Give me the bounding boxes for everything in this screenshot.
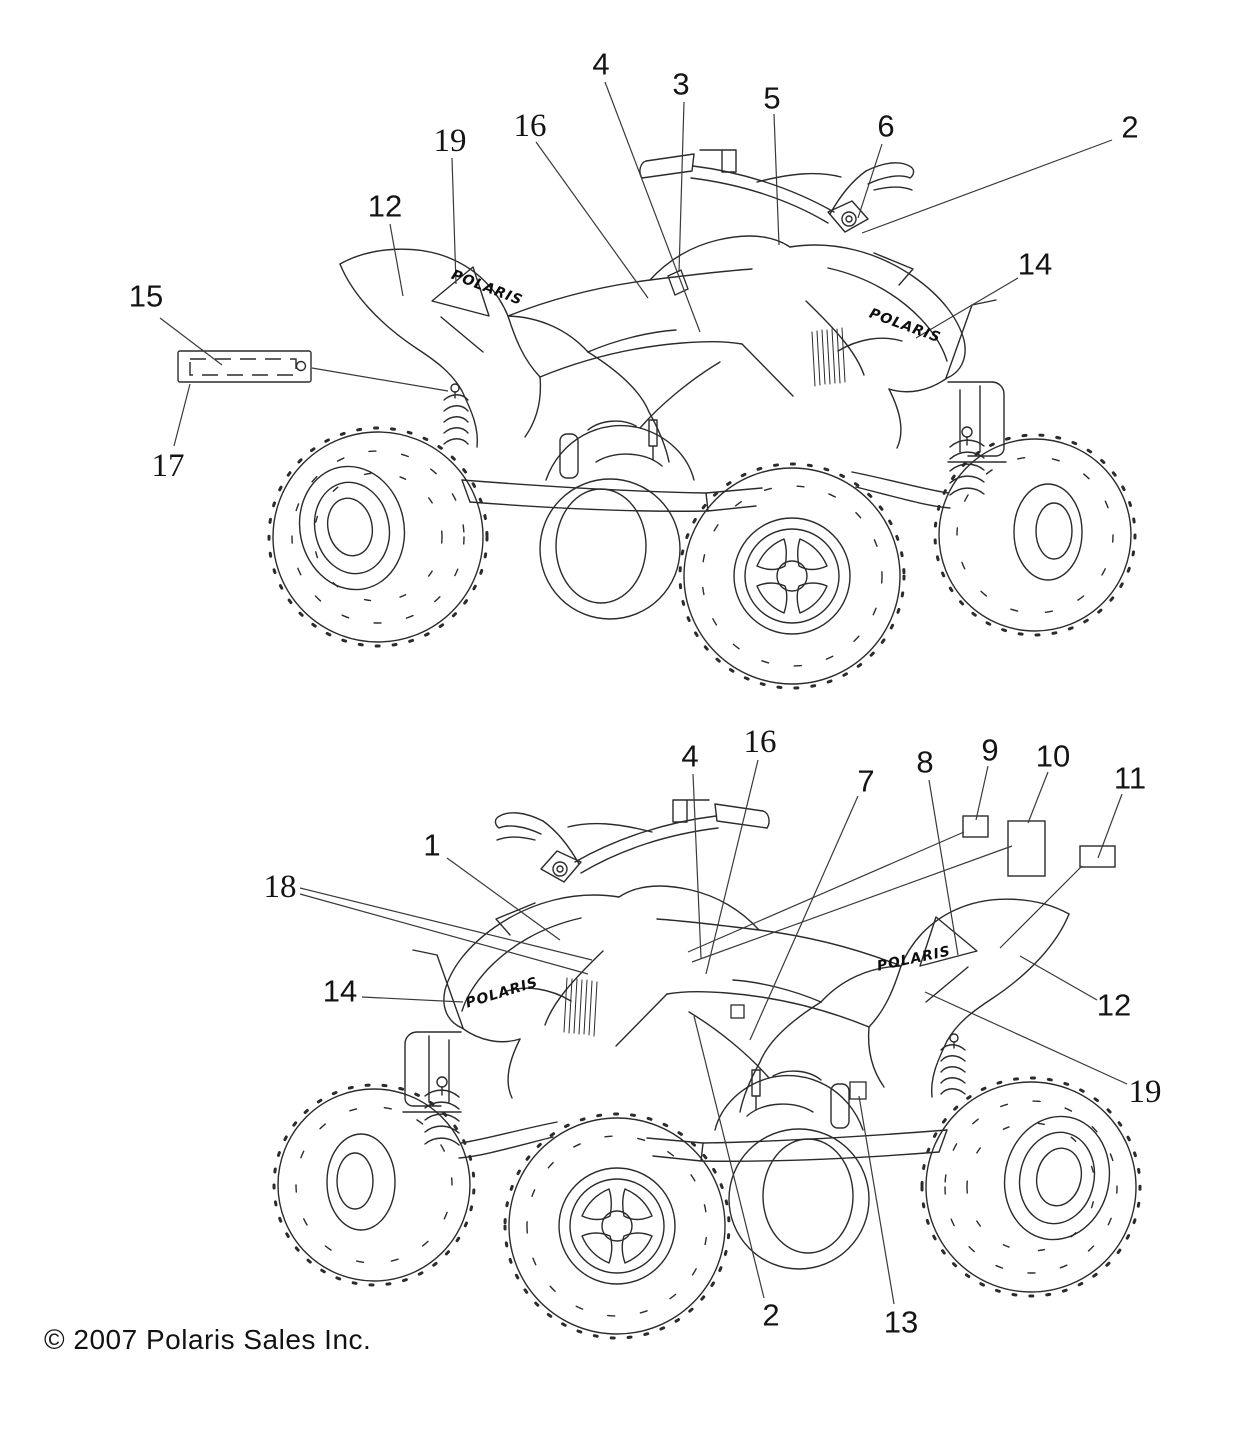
callout-number-upper-16: 16: [514, 108, 547, 144]
callout-number-upper-14: 14: [1018, 247, 1052, 282]
callout-leader-18: [299, 887, 593, 961]
callout-number-upper-12: 12: [368, 189, 402, 224]
callout-number-lower-14: 14: [323, 974, 357, 1009]
decal-box-11: [1079, 845, 1116, 868]
callout-leader-19: [924, 991, 1128, 1085]
frame-decal-square-13: [849, 1081, 867, 1100]
extra-leader-line: [299, 893, 589, 975]
callout-number-lower-8: 8: [916, 745, 933, 780]
callout-number-lower-18: 18: [264, 869, 297, 905]
extra-leader-line: [311, 367, 449, 392]
callout-number-upper-4: 4: [592, 47, 609, 82]
upper-atv-drawing: [267, 148, 1137, 690]
callout-number-lower-7: 7: [857, 764, 874, 799]
callout-leader-3: [678, 101, 685, 273]
callout-leader-6: [857, 143, 883, 219]
callout-leader-12: [389, 223, 404, 297]
callout-leader-12: [1019, 955, 1098, 1001]
callout-leader-19: [451, 157, 457, 285]
callout-leader-13: [858, 1095, 895, 1305]
extra-leader-line: [691, 845, 1013, 963]
callout-leader-16: [535, 141, 649, 299]
callout-leader-4: [604, 81, 701, 333]
lower-rear-fender-polaris-decal: POLARIS: [876, 943, 953, 974]
upper-front-fender-polaris-decal: POLARIS: [867, 306, 943, 347]
brand-decals: POLARIS POLARIS POLARIS POLARIS: [449, 267, 952, 1012]
callout-number-lower-13: 13: [884, 1305, 918, 1340]
extra-leader-line: [999, 865, 1083, 949]
callout-number-lower-19: 19: [1129, 1074, 1162, 1110]
callout-leader-11: [1097, 793, 1123, 859]
extra-leader-line: [687, 831, 965, 953]
callout-leader-2: [693, 1015, 765, 1299]
upper-rear-fender-polaris-decal: POLARIS: [449, 267, 525, 309]
callout-number-lower-9: 9: [981, 733, 998, 768]
warning-strip-decal: [177, 350, 312, 383]
callout-number-lower-2: 2: [762, 1298, 779, 1333]
lower-front-fender-polaris-decal: POLARIS: [464, 974, 540, 1011]
callout-number-upper-15: 15: [129, 279, 163, 314]
callout-leader-4: [692, 773, 702, 959]
callout-number-upper-5: 5: [763, 81, 780, 116]
callout-leader-5: [773, 113, 780, 246]
callout-leader-14: [361, 996, 464, 1003]
decal-box-9: [962, 815, 989, 838]
callout-number-upper-2: 2: [1121, 110, 1138, 145]
callout-leader-7: [749, 795, 859, 1041]
callout-number-lower-1: 1: [423, 828, 440, 863]
callout-leader-16: [705, 759, 759, 975]
callout-number-lower-4: 4: [681, 739, 698, 774]
callout-number-lower-11: 11: [1114, 761, 1146, 796]
callout-number-lower-10: 10: [1036, 739, 1070, 774]
upper-callouts: 15 17 12 19 16 4 3 5 6 2 14: [129, 47, 1139, 485]
frame-decal-square-2: [730, 1004, 745, 1019]
decal-box-10: [1007, 820, 1046, 877]
copyright-text: © 2007 Polaris Sales Inc.: [44, 1324, 372, 1355]
callout-leader-8: [928, 779, 959, 956]
callout-leader-15: [159, 317, 223, 366]
callout-number-lower-12: 12: [1097, 988, 1131, 1023]
callout-leader-17: [173, 383, 191, 447]
callout-number-upper-6: 6: [877, 109, 894, 144]
callout-leader-2: [861, 139, 1113, 234]
callout-leader-1: [446, 857, 561, 941]
callout-leader-14: [915, 277, 1019, 339]
lower-callouts: 1 18 14 4 16 7 8 9 10 11 12 19 2 13: [264, 724, 1162, 1340]
callout-number-upper-3: 3: [672, 67, 689, 102]
callout-number-upper-19: 19: [434, 123, 467, 159]
callout-number-lower-16: 16: [744, 724, 777, 760]
callout-leader-9: [975, 765, 989, 821]
callout-number-upper-17: 17: [152, 448, 185, 484]
callout-leader-10: [1027, 771, 1049, 824]
